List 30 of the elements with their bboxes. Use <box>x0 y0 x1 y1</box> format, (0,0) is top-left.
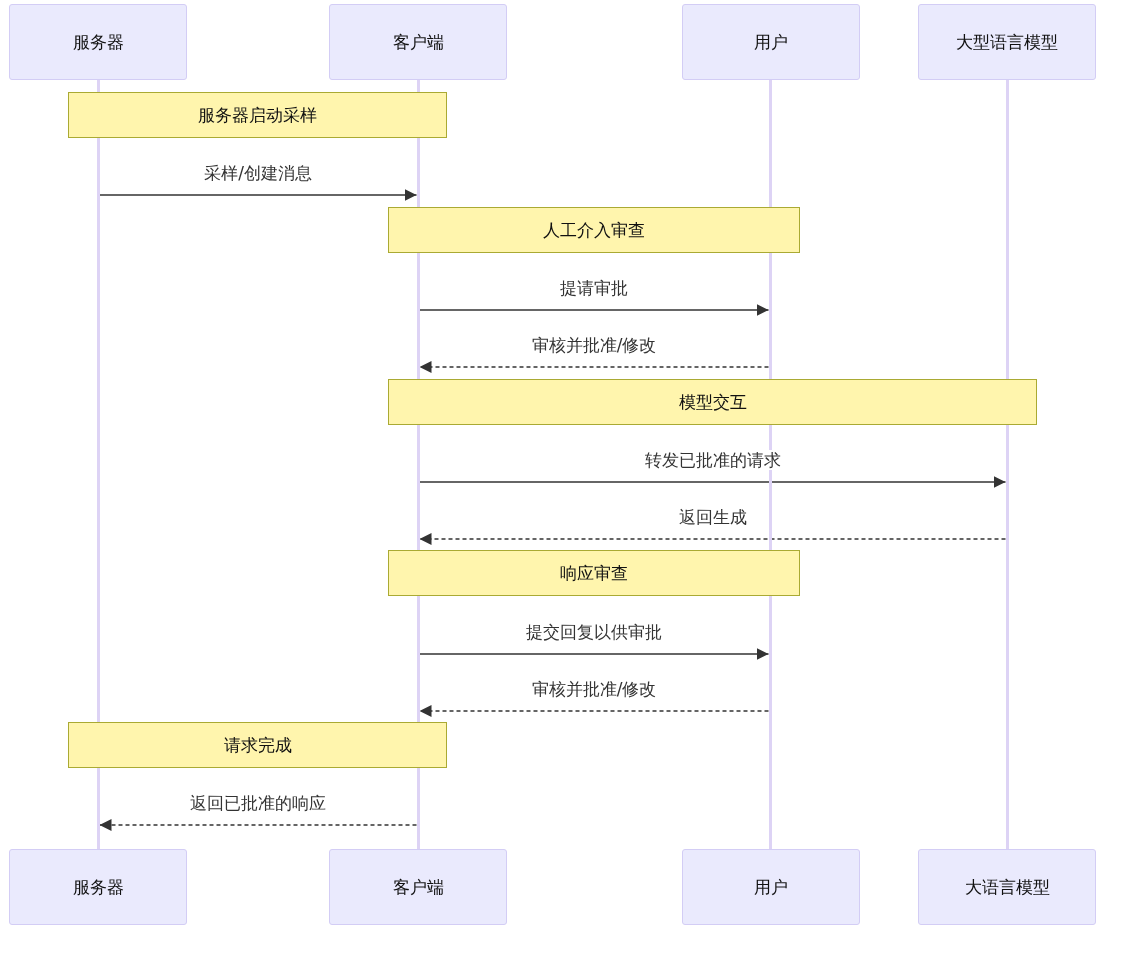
note-box: 人工介入审查 <box>388 207 800 253</box>
edge-label: 返回生成 <box>676 507 749 527</box>
message-arrow <box>98 189 418 201</box>
message-arrow <box>418 361 770 373</box>
lifeline <box>1005 80 1009 849</box>
edge-label: 审核并批准/修改 <box>529 335 659 355</box>
note-box: 服务器启动采样 <box>68 92 447 138</box>
edge-label: 审核并批准/修改 <box>529 679 659 699</box>
message-arrow <box>418 648 770 660</box>
message-arrow <box>418 533 1007 545</box>
edge-label: 转发已批准的请求 <box>642 450 783 470</box>
edge-label: 提交回复以供审批 <box>524 622 664 642</box>
participant-box: 用户 <box>682 849 860 925</box>
edge-label: 返回已批准的响应 <box>188 793 328 813</box>
participant-box: 服务器 <box>9 849 187 925</box>
message-arrow <box>98 819 418 831</box>
message-arrow <box>418 705 770 717</box>
edge-label: 提请审批 <box>558 278 630 298</box>
participant-box: 大型语言模型 <box>918 4 1096 80</box>
participant-box: 客户端 <box>329 849 507 925</box>
note-box: 响应审查 <box>388 550 800 596</box>
message-arrow <box>418 476 1007 488</box>
participant-box: 用户 <box>682 4 860 80</box>
note-box: 请求完成 <box>68 722 447 768</box>
participant-box: 大语言模型 <box>918 849 1096 925</box>
edge-label: 采样/创建消息 <box>202 163 314 183</box>
message-arrow <box>418 304 770 316</box>
participant-box: 客户端 <box>329 4 507 80</box>
note-box: 模型交互 <box>388 379 1037 425</box>
participant-box: 服务器 <box>9 4 187 80</box>
